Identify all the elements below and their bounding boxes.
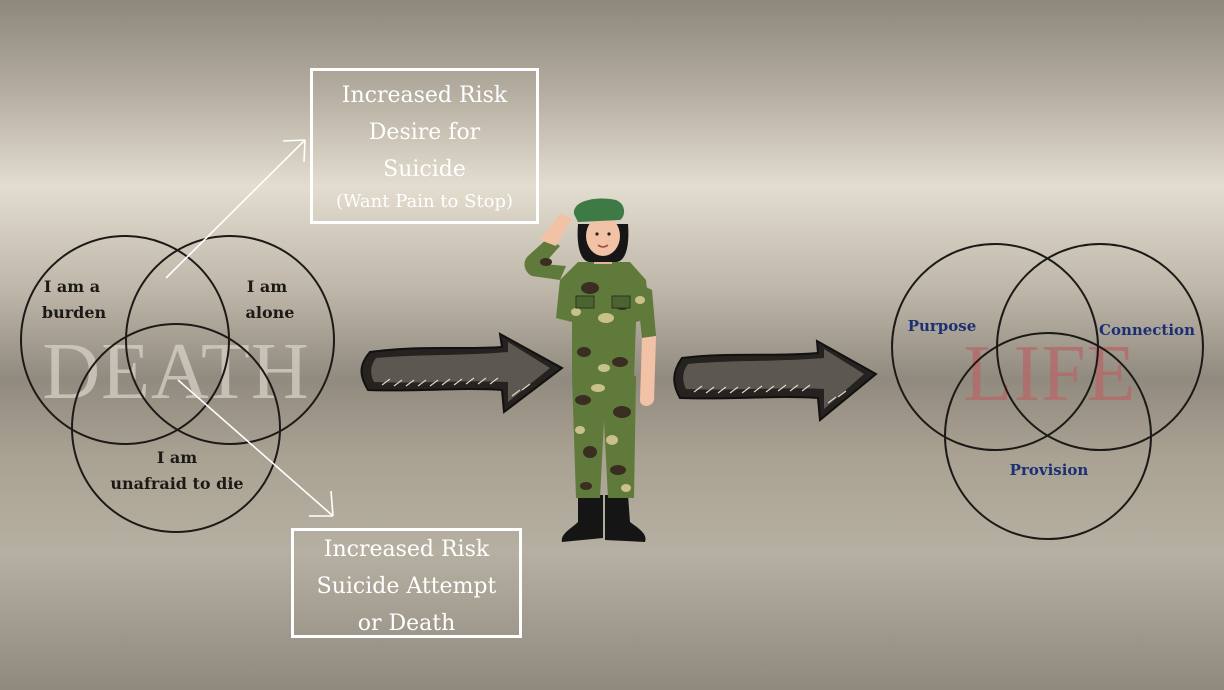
connector-arrows xyxy=(165,139,334,517)
label-unafraid-line1: I am xyxy=(157,448,197,467)
label-provision: Provision xyxy=(1010,461,1089,479)
box-top-line1: Increased Risk xyxy=(341,83,508,108)
label-unafraid-line2: unafraid to die xyxy=(110,474,243,493)
death-watermark: DEATH xyxy=(42,328,309,416)
label-alone-line1: I am xyxy=(247,277,287,296)
arm-right xyxy=(636,282,656,338)
suicide-attempt-box: Increased Risk Suicide Attempt or Death xyxy=(291,528,522,638)
death-venn: DEATH I am a burden I am alone I am unaf… xyxy=(20,235,335,533)
right-arrow-icon xyxy=(673,339,878,422)
boot-right xyxy=(605,495,646,542)
desire-for-suicide-box: Increased Risk Desire for Suicide (Want … xyxy=(310,68,539,224)
box-bottom-line2: Suicide Attempt xyxy=(316,574,497,599)
box-bottom-line1: Increased Risk xyxy=(323,537,490,562)
venn-circle-burden xyxy=(20,235,230,445)
life-venn: LIFE Purpose Connection Provision xyxy=(891,243,1204,540)
right-arrow-icon xyxy=(360,332,564,414)
label-burden-line1: I am a xyxy=(44,277,100,296)
beret xyxy=(573,198,625,222)
venn-circle-alone xyxy=(125,235,335,445)
soldier-illustration xyxy=(524,198,656,542)
arrow-to-desire-box xyxy=(165,139,306,279)
boot-left xyxy=(561,495,603,542)
box-bottom-line3: or Death xyxy=(357,611,456,636)
box-top-line2: Desire for xyxy=(368,120,481,145)
pocket-left xyxy=(575,295,595,309)
box-top-line3: Suicide xyxy=(383,157,466,182)
arrow-head-down-icon xyxy=(309,490,334,517)
label-alone-line2: alone xyxy=(246,303,295,322)
life-watermark: LIFE xyxy=(964,330,1137,418)
box-top-line4: (Want Pain to Stop) xyxy=(335,191,514,212)
label-connection: Connection xyxy=(1099,321,1195,339)
label-burden-line2: burden xyxy=(42,303,107,322)
arrow-to-attempt-box xyxy=(177,379,334,517)
label-purpose: Purpose xyxy=(908,317,977,335)
hand-right xyxy=(640,336,656,406)
venn-circle-provision xyxy=(944,332,1152,540)
face xyxy=(586,216,620,256)
pocket-right xyxy=(611,295,631,309)
arrow-head-up-icon xyxy=(282,139,306,163)
pants xyxy=(572,376,636,498)
venn-circle-unafraid xyxy=(71,323,281,533)
saluting-hand xyxy=(540,214,572,246)
